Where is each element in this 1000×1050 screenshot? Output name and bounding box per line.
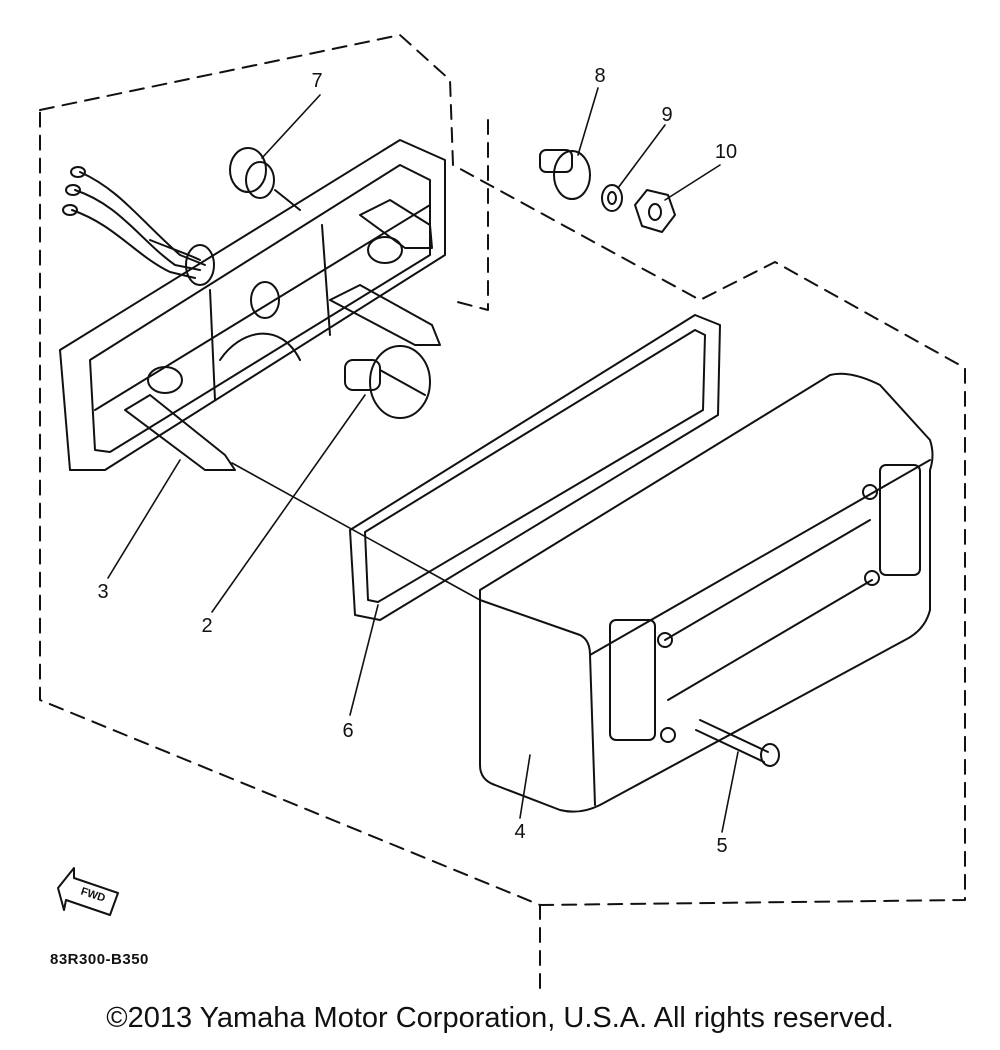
diagram-code: 83R300-B350 <box>50 951 149 968</box>
grommet <box>229 147 301 211</box>
nut <box>634 189 676 233</box>
callout-10: 10 <box>715 141 737 163</box>
callout-9: 9 <box>661 104 672 126</box>
lamp-base-housing <box>59 139 446 471</box>
callout-3: 3 <box>97 581 108 603</box>
assembly-boundary <box>39 34 966 991</box>
callout-7: 7 <box>311 70 322 92</box>
callout-6: 6 <box>342 720 353 742</box>
fwd-arrow-icon <box>57 867 119 916</box>
callout-2: 2 <box>201 615 212 637</box>
leader-lines <box>107 87 739 833</box>
gasket <box>349 314 721 621</box>
copyright-notice: ©2013 Yamaha Motor Corporation, U.S.A. A… <box>106 1002 894 1034</box>
bulb <box>344 345 431 419</box>
callout-labels: 7 8 9 10 3 2 6 4 5 <box>97 65 737 857</box>
washer <box>601 184 623 212</box>
lens <box>479 372 934 813</box>
callout-4: 4 <box>514 821 525 843</box>
wire-harness <box>62 166 215 286</box>
collar <box>539 149 591 200</box>
callout-8: 8 <box>594 65 605 87</box>
screw <box>695 719 780 767</box>
callout-5: 5 <box>716 835 727 857</box>
